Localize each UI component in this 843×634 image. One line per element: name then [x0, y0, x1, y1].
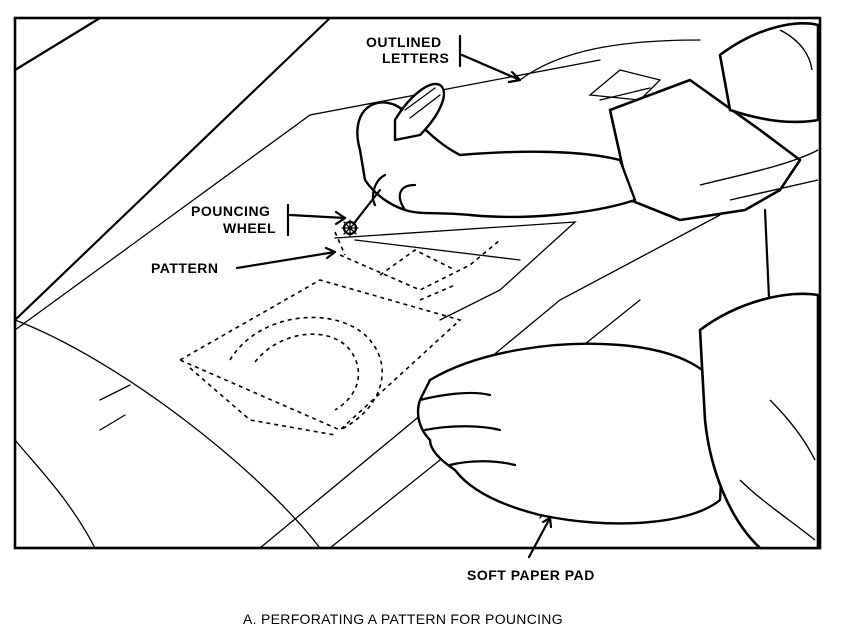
figure-caption: A. PERFORATING A PATTERN FOR POUNCING: [243, 611, 563, 627]
pattern-sheet: [178, 221, 577, 436]
upper-hand: [356, 78, 819, 222]
pouncing-wheel-label-line2: WHEEL: [223, 220, 276, 236]
lower-hand: [416, 292, 820, 550]
outlined-letters-sheet: [519, 39, 701, 101]
pouncing-wheel-tool: [341, 82, 446, 237]
pouncing-wheel-label: POUNCING: [191, 203, 270, 219]
illustration-frame: [13, 16, 822, 550]
table-surface: [13, 16, 601, 549]
pattern-label: PATTERN: [151, 260, 219, 276]
leader-lines: [235, 34, 553, 559]
outlined-letters-label-line2: LETTERS: [382, 50, 449, 66]
outlined-letters-label: OUTLINED: [366, 34, 442, 50]
soft-paper-pad-label: SOFT PAPER PAD: [467, 567, 595, 583]
